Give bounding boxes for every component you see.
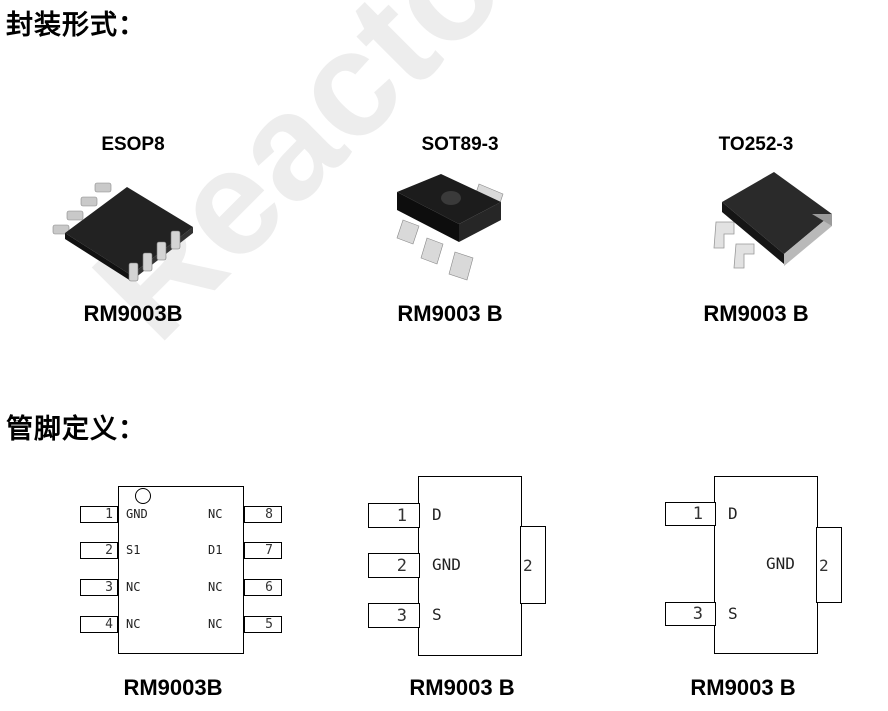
to252-label-d: D (728, 504, 738, 523)
esop8-pin-5: 5 (244, 616, 282, 633)
sot89-pinout-diagram: 2 1 2 3 D GND S (368, 476, 548, 656)
pinout-part-sot89: RM9003 B (409, 675, 515, 700)
package-part-sot89: RM9003 B (397, 301, 503, 326)
to252-chip-body (714, 476, 818, 654)
esop8-package-image (52, 182, 193, 282)
to252-label-gnd: GND (766, 554, 795, 573)
sot89-label-gnd: GND (432, 555, 461, 574)
sot89-package-image (396, 174, 504, 281)
sot89-label-s: S (432, 605, 442, 624)
pinout-part-to252: RM9003 B (690, 675, 796, 700)
sot89-label-d: D (432, 505, 442, 524)
esop8-pin-1: 1 (80, 506, 118, 523)
esop8-label-d1: D1 (208, 543, 223, 557)
esop8-pin-7: 7 (244, 542, 282, 559)
to252-pinout-diagram: 2 1 3 D GND S (665, 476, 845, 656)
esop8-label-nc-4: NC (126, 617, 141, 631)
package-name-to252: TO252-3 (718, 134, 794, 155)
pin1-marker-icon (135, 488, 151, 504)
esop8-pin-4: 4 (80, 616, 118, 633)
to252-package-image (713, 172, 832, 269)
esop8-label-nc-5: NC (208, 617, 223, 631)
sot89-pin-2: 2 (368, 553, 420, 578)
package-part-esop8: RM9003B (83, 301, 183, 326)
esop8-label-nc-6: NC (208, 580, 223, 594)
to252-pin-3: 3 (665, 602, 716, 626)
esop8-pin-8: 8 (244, 506, 282, 523)
pinout-part-esop8: RM9003B (123, 675, 223, 700)
esop8-pin-2: 2 (80, 542, 118, 559)
to252-tab: 2 (816, 527, 842, 603)
package-name-sot89: SOT89-3 (421, 134, 499, 155)
pinout-heading: 管脚定义： (6, 414, 146, 445)
package-name-esop8: ESOP8 (101, 134, 165, 155)
sot89-tab: 2 (520, 526, 546, 604)
package-part-to252: RM9003 B (703, 301, 809, 326)
esop8-label-gnd: GND (126, 507, 148, 521)
esop8-label-nc-3: NC (126, 580, 141, 594)
esop8-pin-3: 3 (80, 579, 118, 596)
to252-pin-1: 1 (665, 502, 716, 526)
to252-label-s: S (728, 604, 738, 623)
esop8-chip-body (118, 486, 244, 654)
sot89-pin-3: 3 (368, 603, 420, 628)
esop8-label-s1: S1 (126, 543, 141, 557)
package-heading: 封装形式： (6, 10, 146, 41)
sot89-pin-1: 1 (368, 503, 420, 528)
esop8-pin-6: 6 (244, 579, 282, 596)
esop8-label-nc-8: NC (208, 507, 223, 521)
esop8-pinout-diagram: 1 2 3 4 GND S1 NC NC 8 7 6 5 NC D1 NC NC (80, 486, 282, 654)
